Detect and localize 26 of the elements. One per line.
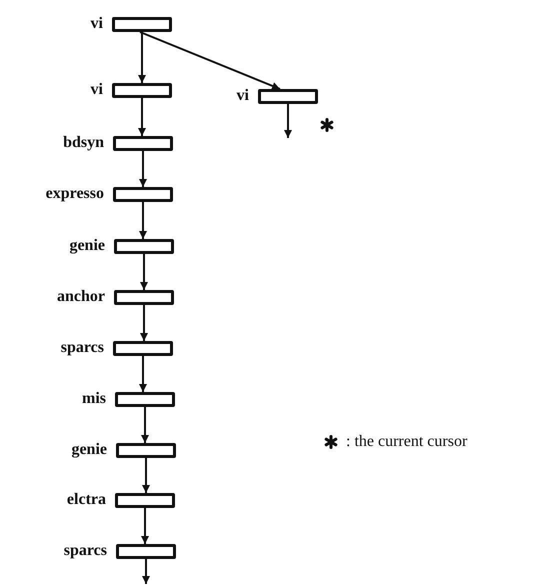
node-label: genie [69, 238, 105, 254]
arrow [142, 458, 150, 493]
arrow [138, 98, 146, 136]
arrow [141, 508, 149, 544]
arrow [139, 202, 147, 239]
node-label: sparcs [64, 542, 107, 559]
node-label: anchor [57, 288, 105, 305]
node-label: mis [82, 390, 106, 407]
arrow [139, 151, 147, 187]
arrow [138, 32, 146, 83]
arrow [139, 356, 147, 392]
node-label: genie [71, 442, 107, 458]
arrow [140, 254, 148, 290]
node-label: elctra [66, 492, 106, 508]
arrow [140, 305, 148, 341]
legend-text: : the current cursor [346, 433, 468, 451]
node-label: bdsyn [63, 134, 104, 151]
node-label: vi [90, 16, 103, 32]
arrow [140, 31, 280, 90]
arrow [142, 559, 150, 584]
arrow [284, 104, 292, 138]
node-label: vi [90, 82, 103, 98]
node-label: expresso [46, 186, 104, 202]
node-label: vi [236, 88, 249, 104]
arrow [141, 407, 149, 443]
node-label: sparcs [60, 340, 104, 356]
